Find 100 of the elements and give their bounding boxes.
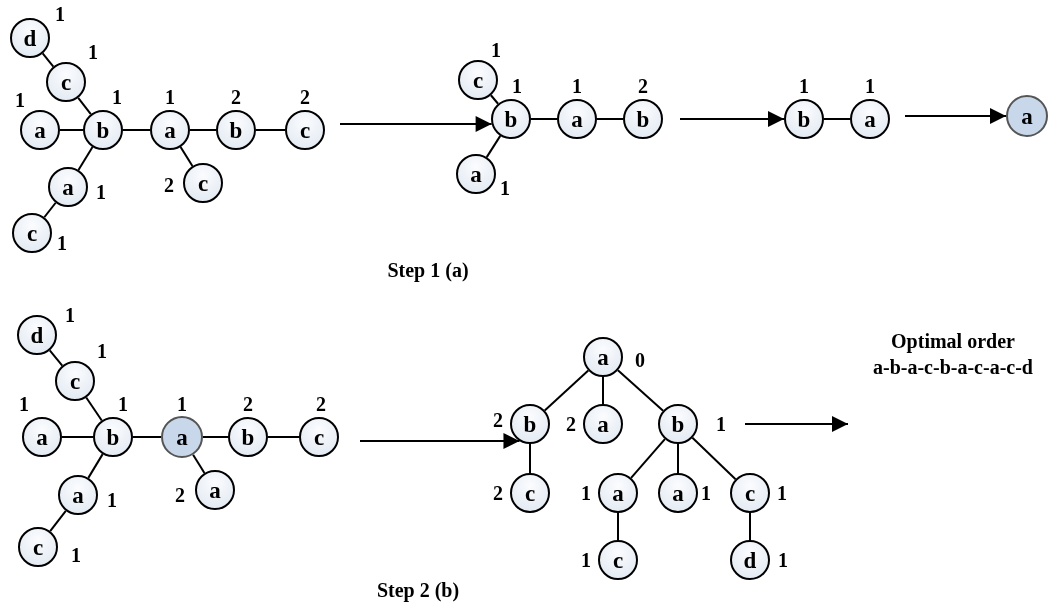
- weight-label: 2: [493, 483, 503, 503]
- weight-label: 1: [55, 4, 65, 24]
- weight-label: 1: [65, 305, 75, 325]
- tree-edge: [192, 453, 206, 474]
- weight-label: 1: [716, 414, 726, 434]
- weight-label: 2: [566, 414, 576, 434]
- arrow: [904, 108, 1007, 124]
- tree-node: c: [285, 110, 325, 150]
- weight-label: 2: [164, 175, 174, 195]
- tree-node: a: [161, 416, 203, 458]
- tree-node: b: [510, 404, 550, 444]
- tree-edge: [85, 396, 103, 422]
- tree-node: c: [730, 473, 770, 513]
- step-caption: Step 2 (b): [376, 578, 460, 602]
- weight-label: 2: [638, 76, 648, 96]
- tree-node: b: [93, 417, 133, 457]
- tree-node: a: [598, 473, 638, 513]
- tree-edge: [41, 52, 55, 68]
- weight-label: 1: [97, 341, 107, 361]
- tree-node: d: [17, 315, 57, 355]
- weight-label: 1: [112, 87, 122, 107]
- tree-node: c: [510, 473, 550, 513]
- tree-node: d: [10, 18, 50, 58]
- weight-label: 1: [865, 76, 875, 96]
- tree-edge: [59, 129, 84, 131]
- weight-label: 1: [165, 87, 175, 107]
- tree-node: a: [583, 404, 623, 444]
- tree-node: c: [55, 361, 95, 401]
- weight-label: 1: [777, 483, 787, 503]
- arrow: [744, 416, 849, 432]
- weight-label: 1: [19, 394, 29, 414]
- tree-edge: [179, 146, 194, 167]
- weight-label: 2: [243, 394, 253, 414]
- weight-label: 1: [57, 233, 67, 253]
- weight-label: 1: [107, 490, 117, 510]
- tree-node: c: [458, 60, 498, 100]
- tree-node: a: [20, 110, 60, 150]
- weight-label: 1: [778, 550, 788, 570]
- tree-node: c: [46, 62, 86, 102]
- weight-label: 1: [96, 182, 106, 202]
- tree-node: c: [299, 417, 339, 457]
- tree-edge: [485, 134, 502, 159]
- tree-edge: [596, 118, 624, 120]
- tree-node: b: [83, 110, 123, 150]
- tree-node: c: [598, 540, 638, 580]
- weight-label: 1: [491, 40, 501, 60]
- tree-node: a: [456, 154, 496, 194]
- weight-label: 1: [572, 76, 582, 96]
- weight-label: 2: [300, 87, 310, 107]
- tree-node: c: [183, 163, 223, 203]
- tree-node: a: [850, 99, 890, 139]
- tree-node: a: [658, 473, 698, 513]
- tree-edge: [77, 146, 94, 171]
- weight-label: 2: [231, 87, 241, 107]
- weight-label: 0: [635, 350, 645, 370]
- tree-edge: [543, 369, 590, 412]
- tree-edge: [43, 201, 57, 219]
- tree-edge: [122, 129, 151, 131]
- weight-label: 1: [88, 42, 98, 62]
- order-sequence: a-b-a-c-b-a-c-a-c-d: [872, 355, 1034, 380]
- tree-edge: [189, 129, 217, 131]
- tree-node: a: [150, 110, 190, 150]
- tree-node: a: [195, 470, 235, 510]
- tree-node: b: [491, 99, 531, 139]
- weight-label: 2: [493, 410, 503, 430]
- weight-label: 2: [316, 394, 326, 414]
- tree-edge: [77, 96, 92, 116]
- tree-edge: [691, 436, 737, 481]
- weight-label: 1: [118, 394, 128, 414]
- tree-edge: [255, 129, 286, 131]
- tree-edge: [530, 118, 558, 120]
- tree-node: a: [22, 417, 62, 457]
- tree-node: c: [18, 527, 58, 567]
- weight-label: 1: [581, 550, 591, 570]
- tree-edge: [617, 512, 619, 541]
- tree-edge: [202, 436, 229, 438]
- tree-edge: [61, 436, 94, 438]
- result-heading: Optimal order: [890, 329, 1016, 354]
- tree-node: b: [228, 417, 268, 457]
- tree-node: a: [58, 475, 98, 515]
- arrow: [339, 116, 493, 132]
- tree-edge: [749, 512, 751, 541]
- tree-node: a: [1006, 95, 1048, 137]
- weight-label: 1: [799, 76, 809, 96]
- tree-edge: [529, 443, 531, 474]
- tree-edge: [823, 118, 851, 120]
- tree-node: b: [658, 404, 698, 444]
- weight-label: 1: [15, 90, 25, 110]
- tree-node: a: [557, 99, 597, 139]
- tree-node: b: [216, 110, 256, 150]
- weight-label: 1: [512, 76, 522, 96]
- weight-label: 1: [500, 178, 510, 198]
- tree-edge: [677, 443, 679, 474]
- arrow: [359, 433, 521, 449]
- weight-label: 1: [581, 483, 591, 503]
- tree-node: b: [784, 99, 824, 139]
- tree-edge: [630, 438, 666, 479]
- tree-node: a: [48, 167, 88, 207]
- tree-edge: [602, 376, 604, 405]
- tree-edge: [48, 349, 64, 367]
